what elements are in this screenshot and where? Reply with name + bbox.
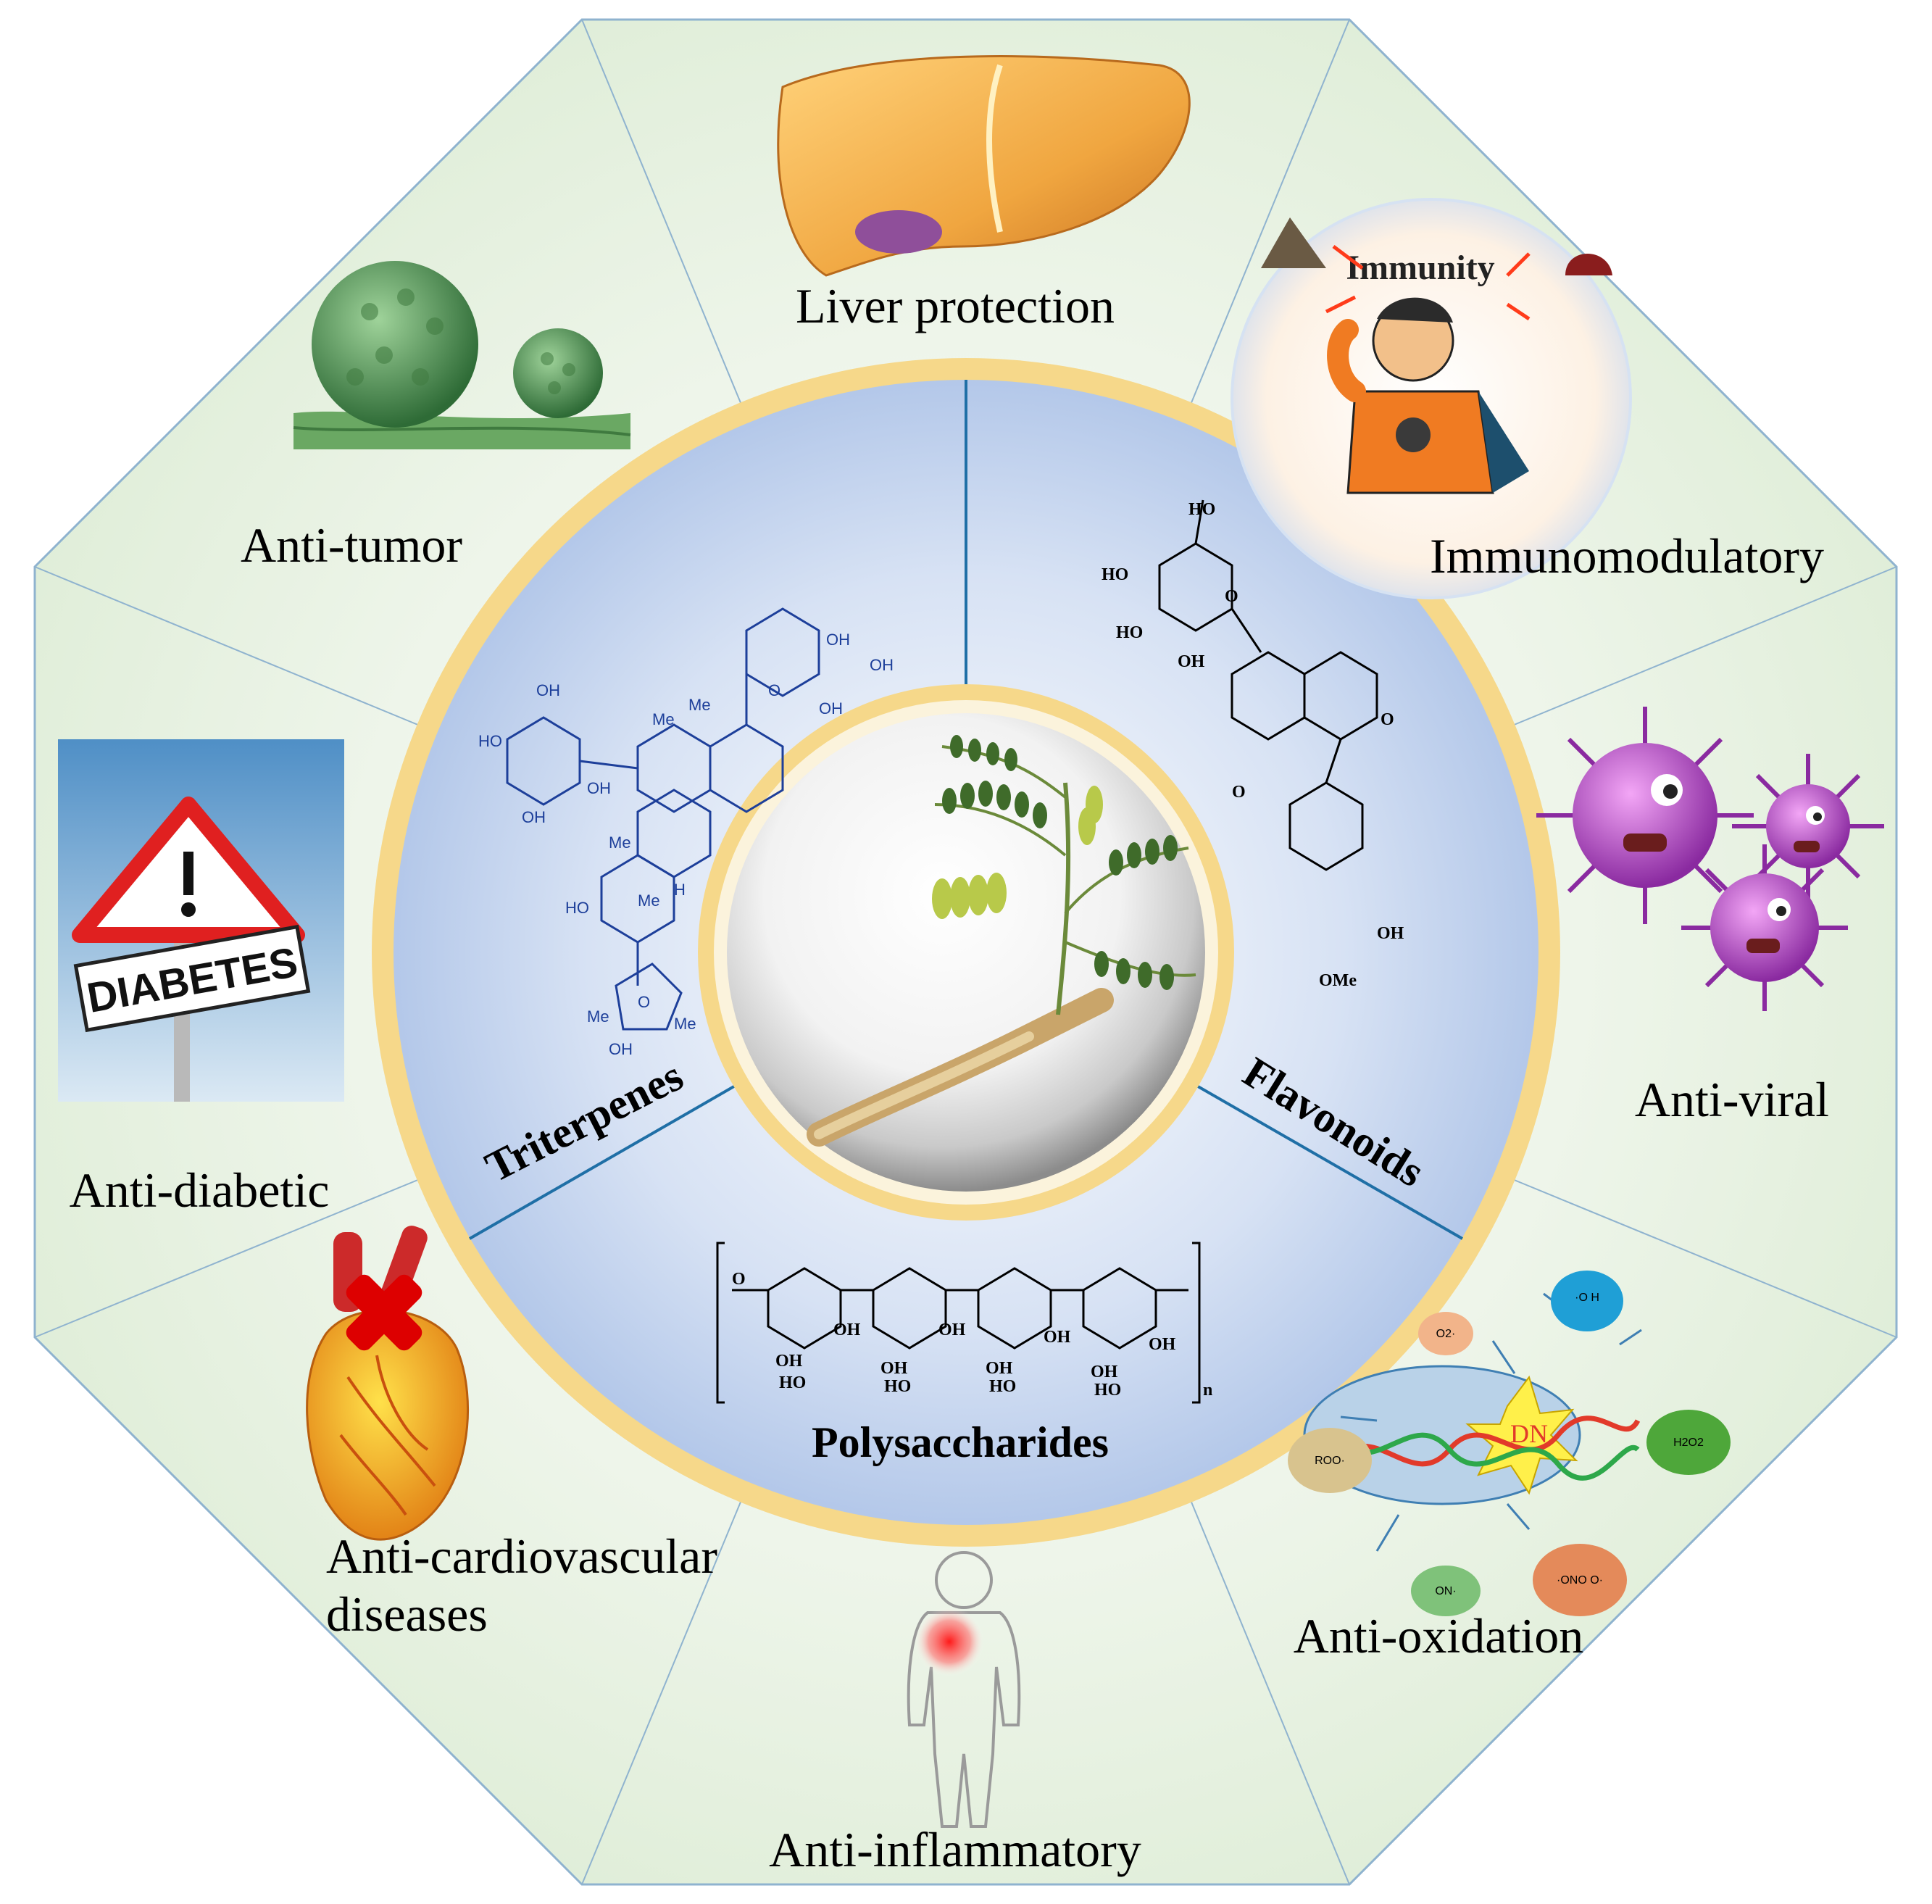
svg-text:O: O <box>1381 710 1394 729</box>
svg-text:Me: Me <box>638 891 660 910</box>
svg-text:OH: OH <box>1091 1363 1118 1381</box>
svg-text:DN: DN <box>1510 1419 1548 1448</box>
heart-icon <box>306 1226 470 1541</box>
svg-text:Me: Me <box>674 1015 696 1033</box>
svg-text:OH: OH <box>826 631 850 649</box>
label-anti-oxidation: Anti-oxidation <box>1294 1608 1583 1663</box>
svg-text:OH: OH <box>587 779 611 797</box>
flavonoid-structure <box>1158 499 1378 871</box>
svg-text:Me: Me <box>587 1007 609 1026</box>
svg-text:·ONO O·: ·ONO O· <box>1557 1574 1603 1587</box>
svg-text:ON·: ON· <box>1435 1585 1456 1597</box>
svg-text:O: O <box>732 1270 746 1289</box>
svg-text:H2O2: H2O2 <box>1673 1437 1704 1449</box>
label-anti-cardiovascular: Anti-cardiovascular <box>326 1529 717 1584</box>
svg-text:OH: OH <box>536 681 560 699</box>
svg-text:Me: Me <box>652 710 675 728</box>
svg-text:OH: OH <box>1044 1328 1071 1347</box>
polysaccharide-atom-labels: O OH OH HO OH OH HO OH OH HO OH OH HO n <box>732 1270 1212 1400</box>
liver-icon <box>777 55 1191 277</box>
svg-text:HO: HO <box>1102 565 1128 584</box>
svg-text:HO: HO <box>1094 1381 1121 1400</box>
tumor-cells-icon <box>293 261 631 449</box>
svg-text:HO: HO <box>779 1373 806 1392</box>
svg-text:HO: HO <box>1188 500 1215 519</box>
label-anti-diabetic: Anti-diabetic <box>70 1163 330 1218</box>
svg-text:OH: OH <box>833 1321 861 1339</box>
label-anti-tumor: Anti-tumor <box>241 517 462 573</box>
label-diseases: diseases <box>326 1587 488 1642</box>
blocked-x-mark <box>346 1274 422 1351</box>
svg-text:OH: OH <box>609 1040 633 1058</box>
svg-text:OH: OH <box>1178 652 1205 671</box>
svg-text:OH: OH <box>775 1352 803 1371</box>
label-anti-viral: Anti-viral <box>1635 1072 1829 1127</box>
svg-text:HO: HO <box>1116 623 1143 642</box>
svg-text:OH: OH <box>522 808 546 826</box>
svg-text:OH: OH <box>1149 1335 1176 1354</box>
svg-text:·O H: ·O H <box>1575 1292 1599 1304</box>
svg-text:O: O <box>1232 783 1246 802</box>
flavonoid-atom-labels: HO HO HO OH O O O OH OMe <box>1102 500 1404 990</box>
svg-text:OH: OH <box>986 1359 1013 1378</box>
svg-text:OH: OH <box>819 699 843 718</box>
svg-text:Me: Me <box>609 833 631 852</box>
diabetes-sign-icon: DIABETES <box>58 739 344 1102</box>
human-body-inflammation-icon <box>907 1551 1021 1828</box>
svg-text:O: O <box>1225 587 1238 606</box>
svg-text:n: n <box>1203 1381 1212 1400</box>
label-polysaccharides: Polysaccharides <box>812 1418 1109 1466</box>
compound-ring <box>372 358 1560 1547</box>
dna-oxidation-icon: DN ·O H O2· H2O2 ROO· ON· ·ONO O· <box>1288 1271 1731 1616</box>
label-immunomodulatory: Immunomodulatory <box>1430 528 1824 583</box>
triterpene-atom-labels: OH HO OH OH OH OH OH Me Me Me Me HO H O … <box>478 631 894 1058</box>
svg-text:OH: OH <box>1377 924 1404 943</box>
svg-text:H: H <box>674 881 686 899</box>
virus-icon <box>1536 707 1884 1011</box>
astragalus-plant-illustration <box>807 735 1196 1147</box>
svg-text:HO: HO <box>989 1377 1016 1396</box>
svg-text:OH: OH <box>880 1359 908 1378</box>
svg-text:Immunity: Immunity <box>1346 249 1494 287</box>
svg-text:O: O <box>768 681 780 699</box>
svg-text:HO: HO <box>884 1377 911 1396</box>
svg-text:OH: OH <box>938 1321 966 1339</box>
svg-text:O: O <box>638 993 650 1011</box>
svg-text:O2·: O2· <box>1436 1328 1456 1340</box>
svg-text:Me: Me <box>688 696 711 714</box>
polysaccharide-structure <box>716 1242 1201 1404</box>
divider-left <box>469 1080 744 1240</box>
label-anti-inflammatory: Anti-inflammatory <box>769 1822 1141 1877</box>
inflammation-spot <box>915 1607 984 1676</box>
svg-text:HO: HO <box>478 732 502 750</box>
triterpene-structure <box>506 607 820 1031</box>
divider-right <box>1188 1080 1463 1240</box>
sector-dividers <box>34 19 1897 1885</box>
svg-text:ROO·: ROO· <box>1315 1455 1345 1467</box>
label-liver-protection: Liver protection <box>796 278 1115 333</box>
svg-text:OMe: OMe <box>1319 971 1357 990</box>
immunity-bubble-icon: Immunity <box>1231 198 1632 599</box>
svg-text:OH: OH <box>870 656 894 674</box>
svg-text:HO: HO <box>565 899 589 917</box>
